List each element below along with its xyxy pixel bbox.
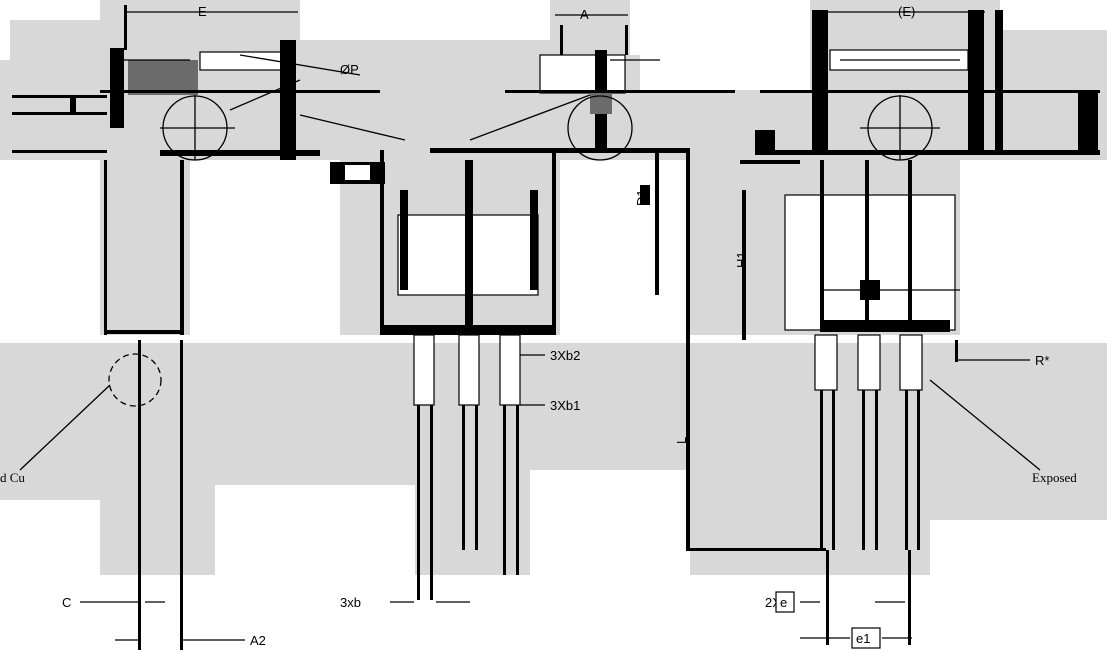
label-3x-b1: 3Xb1 <box>550 398 580 413</box>
box-e1 <box>851 627 881 649</box>
label-A: A <box>580 7 589 22</box>
box-e <box>775 591 795 613</box>
label-D1: D1 <box>634 189 649 206</box>
top-view-right <box>760 10 1100 161</box>
dimension-lines <box>80 5 985 645</box>
label-E: E <box>198 4 207 19</box>
label-C: C <box>62 595 71 610</box>
right-leads <box>814 334 1041 550</box>
label-3x-b: 3xb <box>340 595 361 610</box>
label-e: e <box>780 595 787 610</box>
label-R: R* <box>1035 353 1049 368</box>
label-A2: A2 <box>250 633 266 648</box>
label-3x-b2: 3Xb2 <box>550 348 580 363</box>
front-view-right <box>784 160 960 332</box>
right-profile-view <box>640 130 826 551</box>
label-phi-P: ØP <box>340 62 359 77</box>
label-E-paren: (E) <box>898 4 915 19</box>
callout-left-text: d Cu <box>0 470 25 485</box>
top-view-left <box>12 40 380 161</box>
label-L: L <box>674 437 689 444</box>
top-view-center <box>430 25 735 161</box>
label-H1: H1 <box>734 251 749 268</box>
front-view-center <box>330 150 556 335</box>
side-view-left <box>19 160 184 650</box>
dimension-text: E A (E) ØP 3Xb2 3Xb1 R* C 3xb A2 L H1 D1… <box>0 4 1077 649</box>
center-leads <box>413 334 521 600</box>
label-e1: e1 <box>856 631 870 646</box>
callout-right-text: Exposed <box>1032 470 1077 485</box>
